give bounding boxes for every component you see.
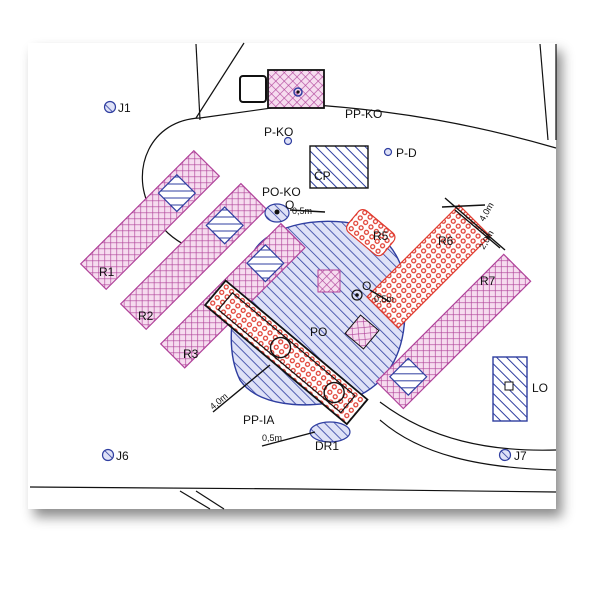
label-p-d: P-D [396, 146, 417, 160]
label-j6: J6 [116, 449, 129, 463]
label-lo: LO [532, 381, 548, 395]
label-cp: ČP [314, 168, 331, 183]
marker-p-d [383, 147, 393, 157]
label-p-ko: P-KO [264, 125, 293, 139]
lo-area [492, 356, 528, 422]
label-pp-ia: PP-IA [243, 413, 274, 427]
label-r7: R7 [480, 274, 496, 288]
vehicle-r1 [79, 149, 221, 291]
label-r6: R6 [438, 234, 454, 248]
marker-o-mid [351, 289, 363, 301]
vehicle-r5 [346, 208, 396, 257]
label-r5: R5 [373, 229, 389, 243]
road-linework [29, 42, 557, 510]
label-r2: R2 [138, 309, 154, 323]
label-pp-ko: PP-KO [345, 107, 382, 121]
dr1-zone [309, 421, 351, 443]
pp-ko-truck [239, 69, 325, 109]
label-po: PO [310, 325, 327, 339]
dimension-lines [212, 197, 506, 447]
marker-j7 [498, 448, 512, 462]
label-j1: J1 [118, 101, 131, 115]
label-j7: J7 [514, 449, 527, 463]
marker-p-ko [283, 136, 293, 146]
vehicle-r2 [119, 182, 268, 331]
label-dr1: DR1 [315, 439, 339, 453]
marker-j1 [103, 100, 117, 114]
po-ko-unit [264, 203, 290, 223]
label-po-ko: PO-KO [262, 185, 301, 199]
dim-0-5-mid: 0,5m [374, 294, 394, 304]
cp-area [309, 145, 369, 189]
marker-j6 [101, 448, 115, 462]
dim-0-5-bottom: 0,5m [262, 433, 282, 443]
dim-0-5-top: 0,5m [292, 206, 312, 216]
vehicle-pp-ia [203, 279, 369, 426]
label-r3: R3 [183, 347, 199, 361]
vehicle-r7 [375, 253, 532, 410]
po-purple-box-1 [317, 269, 341, 293]
label-o-mid: O [362, 279, 371, 293]
label-o-top: O [285, 198, 294, 212]
label-r1: R1 [99, 265, 115, 279]
vehicle-r6 [366, 204, 491, 329]
po-purple-box-2 [344, 314, 380, 350]
